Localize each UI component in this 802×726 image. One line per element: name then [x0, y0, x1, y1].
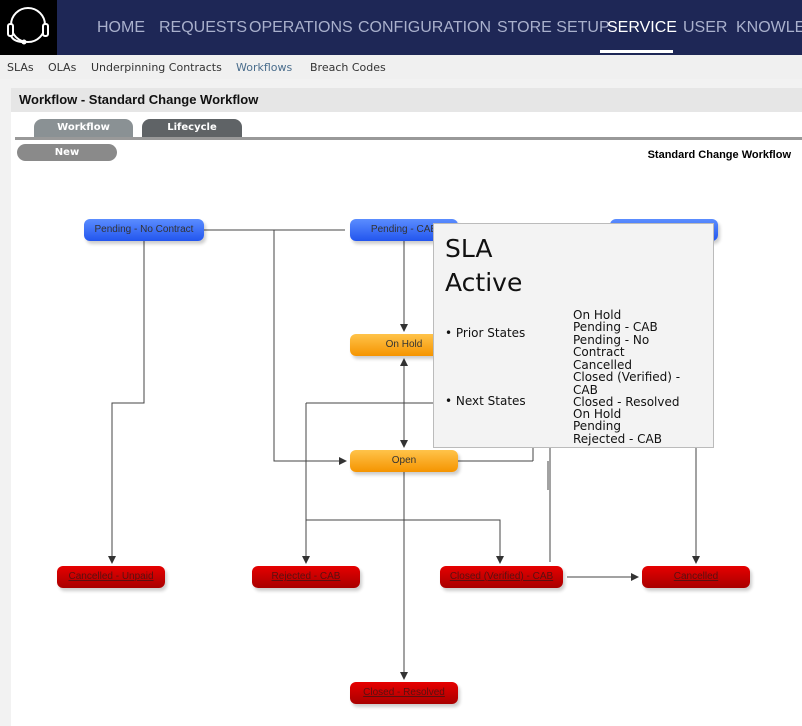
state-pending-no-contract[interactable]: Pending - No Contract [84, 219, 204, 241]
workflow-name: Standard Change Workflow [647, 149, 791, 161]
nav-home[interactable]: HOME [97, 19, 145, 36]
state-open[interactable]: Open [350, 450, 458, 472]
state-closed-resolved[interactable]: Closed - Resolved [350, 682, 458, 704]
prior-states-list: On Hold Pending - CAB Pending - No Contr… [573, 309, 698, 358]
tab-workflow[interactable]: Workflow [34, 119, 133, 137]
next-states-list: Cancelled Closed (Verified) - CAB Closed… [573, 359, 698, 445]
subnav-workflows[interactable]: Workflows [236, 61, 293, 74]
next-state: Closed (Verified) - CAB [573, 370, 681, 397]
top-navigation: HOME REQUESTS OPERATIONS CONFIGURATION S… [0, 0, 802, 55]
nav-configuration[interactable]: CONFIGURATION [358, 19, 492, 36]
prior-state: Pending - No Contract [573, 332, 650, 359]
next-state: Rejected - CAB [573, 431, 662, 446]
prior-states-label: • Prior States [445, 326, 526, 340]
next-states-label: • Next States [445, 394, 526, 408]
next-state: Pending [573, 419, 621, 434]
nav-knowledge[interactable]: KNOWLEDGE [736, 19, 802, 36]
tab-lifecycle[interactable]: Lifecycle [142, 119, 242, 137]
state-cancelled[interactable]: Cancelled [642, 566, 750, 588]
state-on-hold[interactable]: On Hold [350, 334, 458, 356]
headset-logo-icon[interactable] [0, 0, 57, 55]
nav-user[interactable]: USER [683, 19, 728, 36]
nav-requests[interactable]: REQUESTS [159, 19, 248, 36]
subnav-breach-codes[interactable]: Breach Codes [310, 61, 386, 74]
next-state: Closed - Resolved [573, 394, 680, 409]
state-closed-verified-cab[interactable]: Closed (Verified) - CAB [440, 566, 563, 588]
nav-operations[interactable]: OPERATIONS [249, 19, 353, 36]
prior-state: On Hold [573, 308, 622, 322]
next-state: On Hold [573, 407, 622, 422]
panel-header: Workflow - Standard Change Workflow [11, 88, 802, 112]
prior-state: Pending - CAB [573, 320, 658, 335]
state-cancelled-unpaid[interactable]: Cancelled - Unpaid [57, 566, 165, 588]
state-rejected-cab[interactable]: Rejected - CAB [252, 566, 360, 588]
next-state: Cancelled [573, 358, 632, 372]
tooltip-title: SLA Active [445, 234, 523, 297]
subnav-underpinning-contracts[interactable]: Underpinning Contracts [91, 61, 222, 74]
new-button[interactable]: New [17, 144, 117, 161]
tab-divider [15, 137, 802, 140]
subnav-slas[interactable]: SLAs [7, 61, 34, 74]
sub-navigation: SLAs OLAs Underpinning Contracts Workflo… [0, 55, 802, 79]
page-title: Workflow - Standard Change Workflow [19, 92, 259, 107]
active-nav-indicator [600, 50, 673, 53]
subnav-olas[interactable]: OLAs [48, 61, 77, 74]
state-pending-cab[interactable]: Pending - CAB [350, 219, 458, 241]
nav-store-setup[interactable]: STORE SETUP [497, 19, 610, 36]
state-tooltip: SLA Active • Prior States On Hold Pendin… [433, 223, 714, 448]
nav-service[interactable]: SERVICE [607, 19, 677, 36]
